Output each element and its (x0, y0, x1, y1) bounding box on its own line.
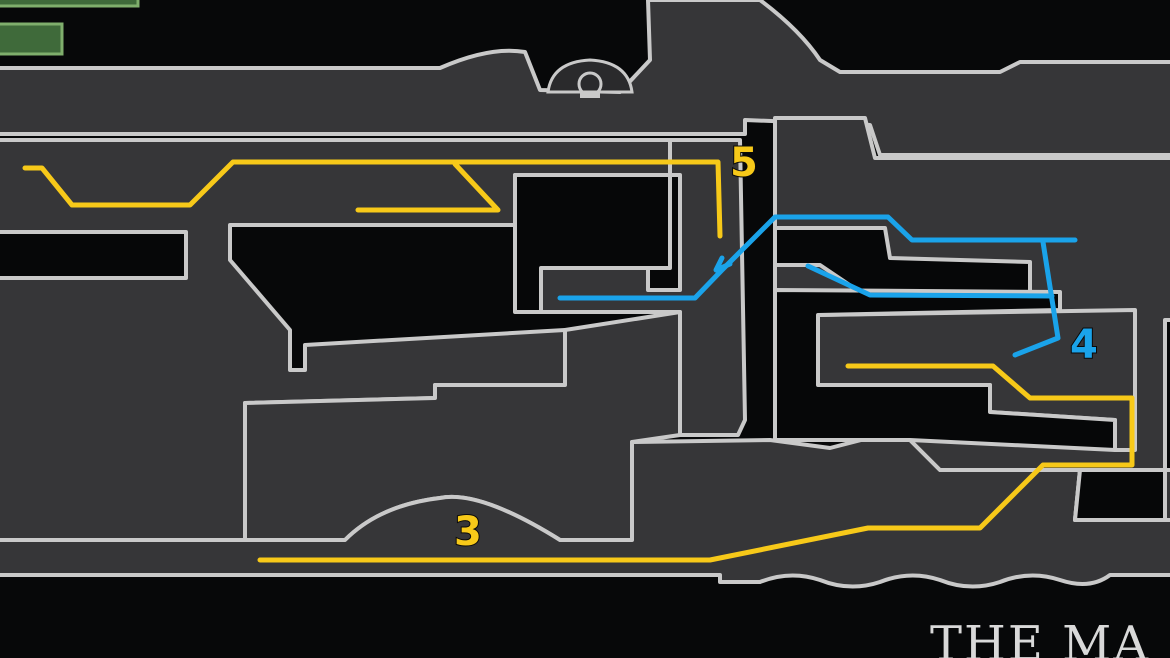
bench-icon (546, 58, 634, 98)
route-5-line (22, 159, 723, 239)
upper-corridor (0, 0, 1170, 157)
hud-bar-second (0, 22, 64, 56)
right-edge-void (1073, 468, 1167, 522)
route-4-label: 4 (1070, 322, 1098, 368)
route-3-line (257, 363, 1135, 563)
route-5-label: 5 (730, 140, 758, 186)
route-4-line (557, 214, 1078, 301)
lower-band (0, 428, 1170, 589)
right-inner-void-mid (773, 288, 1117, 452)
route-4-branch-b (1012, 239, 1061, 358)
area-title: THE MA (930, 616, 1150, 658)
route-4-branch-a (805, 263, 1055, 299)
route-3-label: 3 (454, 509, 482, 555)
upper-mid-void (513, 173, 672, 314)
route-4-hook (713, 255, 733, 273)
hud-bar-top (0, 0, 140, 8)
left-shelf (0, 230, 188, 280)
route-5-branch (355, 161, 501, 213)
